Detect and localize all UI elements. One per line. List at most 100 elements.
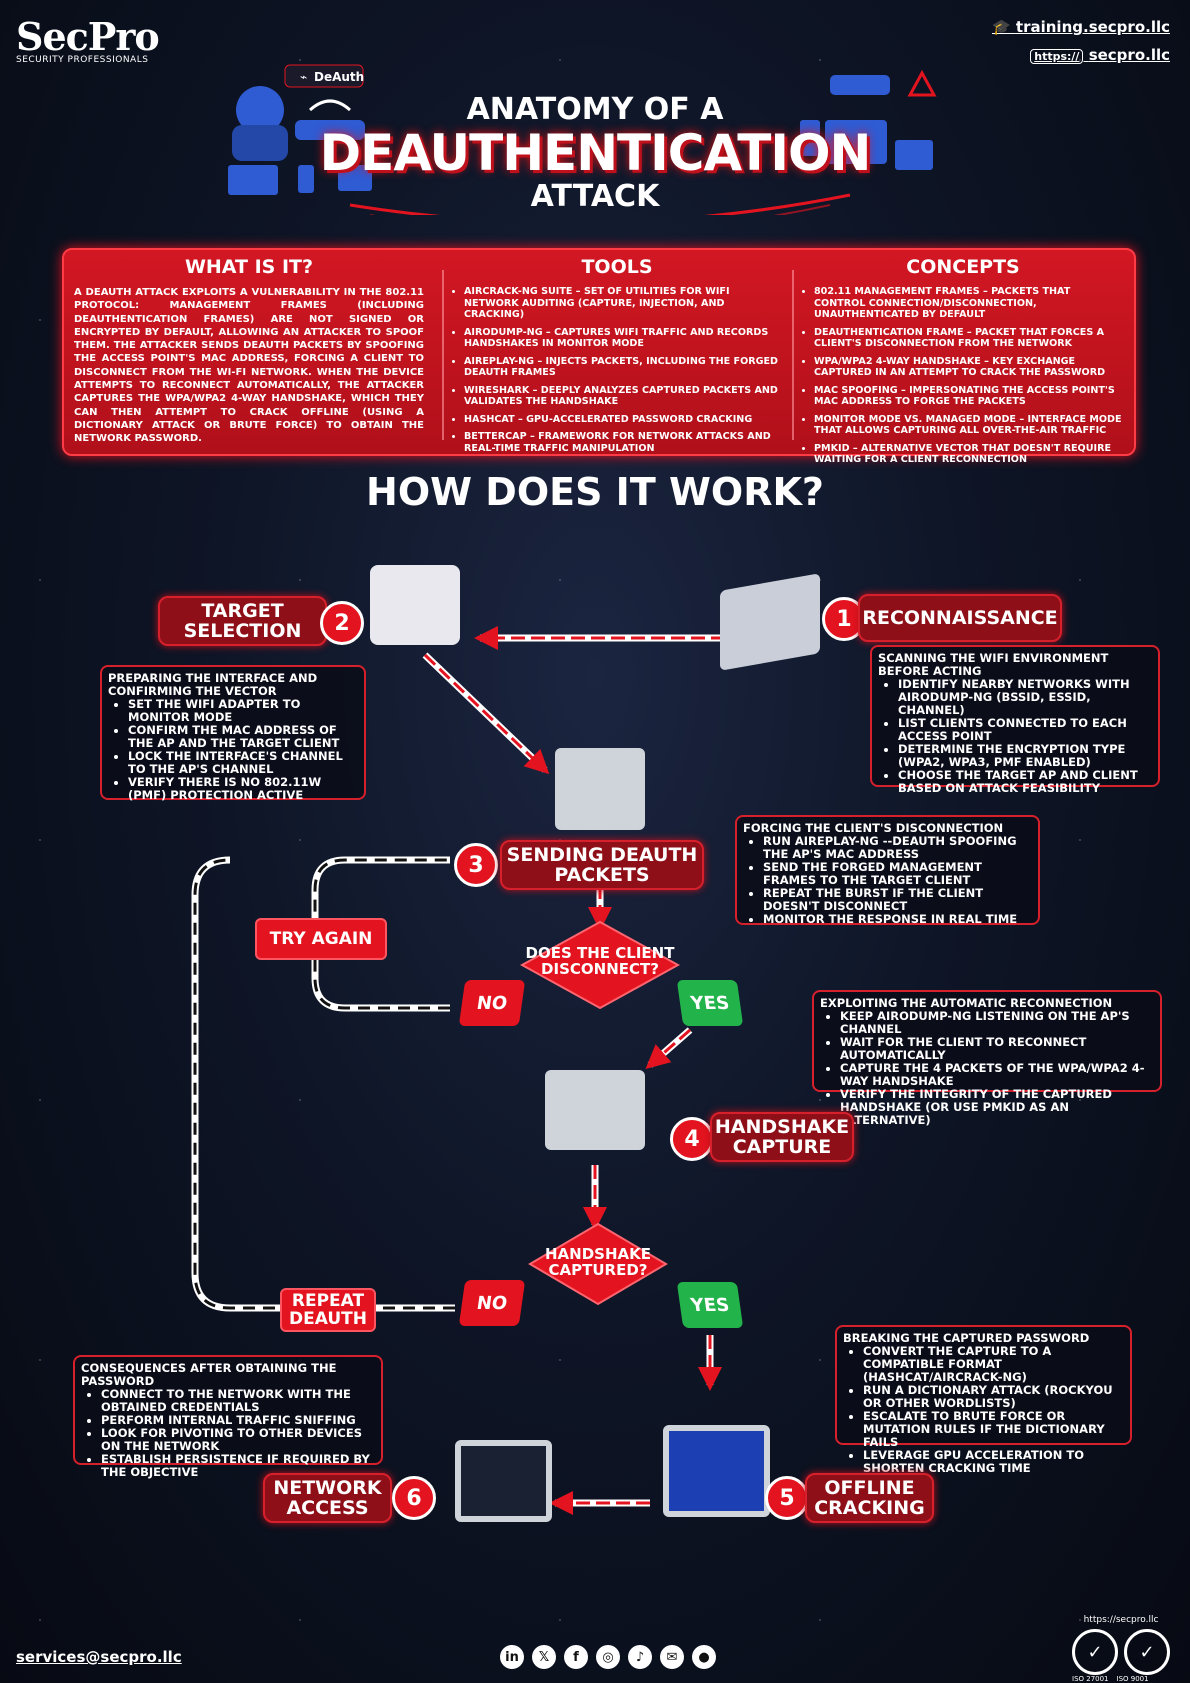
step-2-details: PREPARING THE INTERFACE AND CONFIRMING T… [100, 665, 366, 802]
how-heading: HOW DOES IT WORK? [366, 470, 824, 514]
list-item: DETERMINE THE ENCRYPTION TYPE (WPA2, WPA… [898, 743, 1152, 769]
list-item: ESTABLISH PERSISTENCE IF REQUIRED BY THE… [101, 1453, 375, 1479]
deauth-label: DeAuth [314, 70, 364, 84]
list-item: MONITOR THE RESPONSE IN REAL TIME [763, 913, 1032, 926]
try-again-tag: TRY AGAIN [255, 918, 387, 960]
tool-item: AIRODUMP-NG – CAPTURES WIFI TRAFFIC AND … [464, 327, 782, 350]
laptop-capture-icon [545, 1070, 645, 1150]
list-item: PERFORM INTERNAL TRAFFIC SNIFFING [101, 1414, 375, 1427]
site-link[interactable]: https:// secpro.llc [992, 46, 1170, 64]
router-icon [295, 99, 365, 140]
decision-2-diamond [528, 1222, 668, 1306]
tablet-icon [338, 165, 372, 191]
secpro-logo[interactable]: SecPro SECURITY PROFESSIONALS [16, 14, 160, 65]
tool-item: AIRCRACK-NG SUITE – SET OF UTILITIES FOR… [464, 286, 782, 321]
laptop-terminal-icon [555, 748, 645, 830]
page-title: ANATOMY OF A DEAUTHENTICATION ATTACK [0, 92, 1190, 214]
yes-cube-2: YES [676, 1282, 744, 1328]
concept-item: MAC SPOOFING – IMPERSONATING THE ACCESS … [814, 385, 1124, 408]
instagram-icon[interactable]: ◎ [596, 1645, 620, 1669]
list-item: CAPTURE THE 4 PACKETS OF THE WPA/WPA2 4-… [840, 1062, 1154, 1088]
what-heading: WHAT IS IT? [184, 256, 314, 278]
step-1-label: RECONNAISSANCE [858, 594, 1062, 642]
svg-text:⌁: ⌁ [300, 70, 307, 84]
chat-icon[interactable]: ✉ [660, 1645, 684, 1669]
x-icon[interactable]: 𝕏 [532, 1645, 556, 1669]
tools-column: TOOLS AIRCRACK-NG SUITE – SET OF UTILITI… [452, 256, 782, 460]
no-cube-2: NO [458, 1280, 526, 1326]
concept-item: PMKID – ALTERNATIVE VECTOR THAT DOESN'T … [814, 443, 1124, 466]
list-item: VERIFY THE INTEGRITY OF THE CAPTURED HAN… [840, 1088, 1154, 1127]
step-5-number: 5 [765, 1476, 809, 1520]
list-item: CONVERT THE CAPTURE TO A COMPATIBLE FORM… [863, 1345, 1124, 1384]
title-line-2: DEAUTHENTICATION [319, 124, 872, 182]
info-panel: WHAT IS IT? A DEAUTH ATTACK EXPLOITS A V… [62, 248, 1136, 465]
certification-badges: https://secpro.llc ✓ ✓ ISO 27001 ISO 900… [1072, 1615, 1170, 1683]
no-cube-1: NO [458, 980, 526, 1026]
tool-item: AIREPLAY-NG – INJECTS PACKETS, INCLUDING… [464, 356, 782, 379]
list-item: SEND THE FORGED MANAGEMENT FRAMES TO THE… [763, 861, 1032, 887]
lock-laptop-icon [455, 1440, 552, 1522]
step-6-intro: CONSEQUENCES AFTER OBTAINING THE PASSWOR… [81, 1361, 337, 1388]
list-item: LEVERAGE GPU ACCELERATION TO SHORTEN CRA… [863, 1449, 1124, 1475]
laptop-icon [825, 120, 887, 164]
step-3-number: 3 [454, 843, 498, 887]
step-3-details: FORCING THE CLIENT'S DISCONNECTION RUN A… [735, 815, 1040, 926]
concept-item: WPA/WPA2 4-WAY HANDSHAKE – KEY EXCHANGE … [814, 356, 1124, 379]
divider [442, 270, 444, 440]
list-item: WAIT FOR THE CLIENT TO RECONNECT AUTOMAT… [840, 1036, 1154, 1062]
yes-cube-1: YES [676, 980, 744, 1026]
what-is-it-column: WHAT IS IT? A DEAUTH ATTACK EXPLOITS A V… [74, 256, 424, 446]
tiktok-icon[interactable]: ♪ [628, 1645, 652, 1669]
title-line-1: ANATOMY OF A [466, 92, 724, 127]
tools-heading: TOOLS [581, 256, 653, 278]
list-item: SET THE WIFI ADAPTER TO MONITOR MODE [128, 698, 358, 724]
cert-link[interactable]: https://secpro.llc [1083, 1615, 1159, 1625]
list-item: CONNECT TO THE NETWORK WITH THE OBTAINED… [101, 1388, 375, 1414]
step-5-details: BREAKING THE CAPTURED PASSWORD CONVERT T… [835, 1325, 1132, 1475]
step-3-intro: FORCING THE CLIENT'S DISCONNECTION [743, 821, 1004, 835]
list-item: IDENTIFY NEARBY NETWORKS WITH AIRODUMP-N… [898, 678, 1152, 717]
tool-item: BETTERCAP – FRAMEWORK FOR NETWORK ATTACK… [464, 431, 782, 454]
hacker-icon [232, 86, 288, 161]
cert-badge-icon: ✓ [1124, 1629, 1170, 1675]
phone-icon [298, 165, 314, 193]
concepts-heading: CONCEPTS [906, 256, 1020, 278]
laptop-icon [228, 165, 278, 195]
step-6-details: CONSEQUENCES AFTER OBTAINING THE PASSWOR… [73, 1355, 383, 1479]
training-link[interactable]: 🎓 training.secpro.llc [992, 18, 1170, 36]
github-icon[interactable]: ● [692, 1645, 716, 1669]
list-item: LIST CLIENTS CONNECTED TO EACH ACCESS PO… [898, 717, 1152, 743]
list-item: LOOK FOR PIVOTING TO OTHER DEVICES ON TH… [101, 1427, 375, 1453]
what-text: A DEAUTH ATTACK EXPLOITS A VULNERABILITY… [74, 287, 424, 445]
step-1-intro: SCANNING THE WIFI ENVIRONMENT BEFORE ACT… [878, 651, 1109, 678]
concepts-column: CONCEPTS 802.11 MANAGEMENT FRAMES – PACK… [802, 256, 1124, 472]
list-item: VERIFY THERE IS NO 802.11W (PMF) PROTECT… [128, 776, 358, 802]
step-4-details: EXPLOITING THE AUTOMATIC RECONNECTION KE… [812, 990, 1162, 1127]
cert-2-label: ISO 9001 [1116, 1675, 1149, 1683]
concept-item: DEAUTHENTICATION FRAME – PACKET THAT FOR… [814, 327, 1124, 350]
tool-item: WIRESHARK – DEEPLY ANALYZES CAPTURED PAC… [464, 385, 782, 408]
step-2-number: 2 [320, 601, 364, 645]
brand-name: SecPro [16, 14, 160, 59]
cert-1-label: ISO 27001 [1072, 1675, 1109, 1683]
concept-item: MONITOR MODE VS. MANAGED MODE – INTERFAC… [814, 414, 1124, 437]
deauth-badge: ⌁ DeAuth [284, 64, 364, 88]
list-item: LOCK THE INTERFACE'S CHANNEL TO THE AP'S… [128, 750, 358, 776]
facebook-icon[interactable]: f [564, 1645, 588, 1669]
shield-laptop-icon [663, 1425, 770, 1517]
contact-email-link[interactable]: services@secpro.llc [16, 1648, 182, 1666]
step-6-number: 6 [392, 1476, 436, 1520]
step-4-number: 4 [670, 1117, 714, 1161]
linkedin-icon[interactable]: in [500, 1645, 524, 1669]
list-item: ESCALATE TO BRUTE FORCE OR MUTATION RULE… [863, 1410, 1124, 1449]
list-item: CHOOSE THE TARGET AP AND CLIENT BASED ON… [898, 769, 1152, 795]
step-4-intro: EXPLOITING THE AUTOMATIC RECONNECTION [820, 996, 1113, 1010]
